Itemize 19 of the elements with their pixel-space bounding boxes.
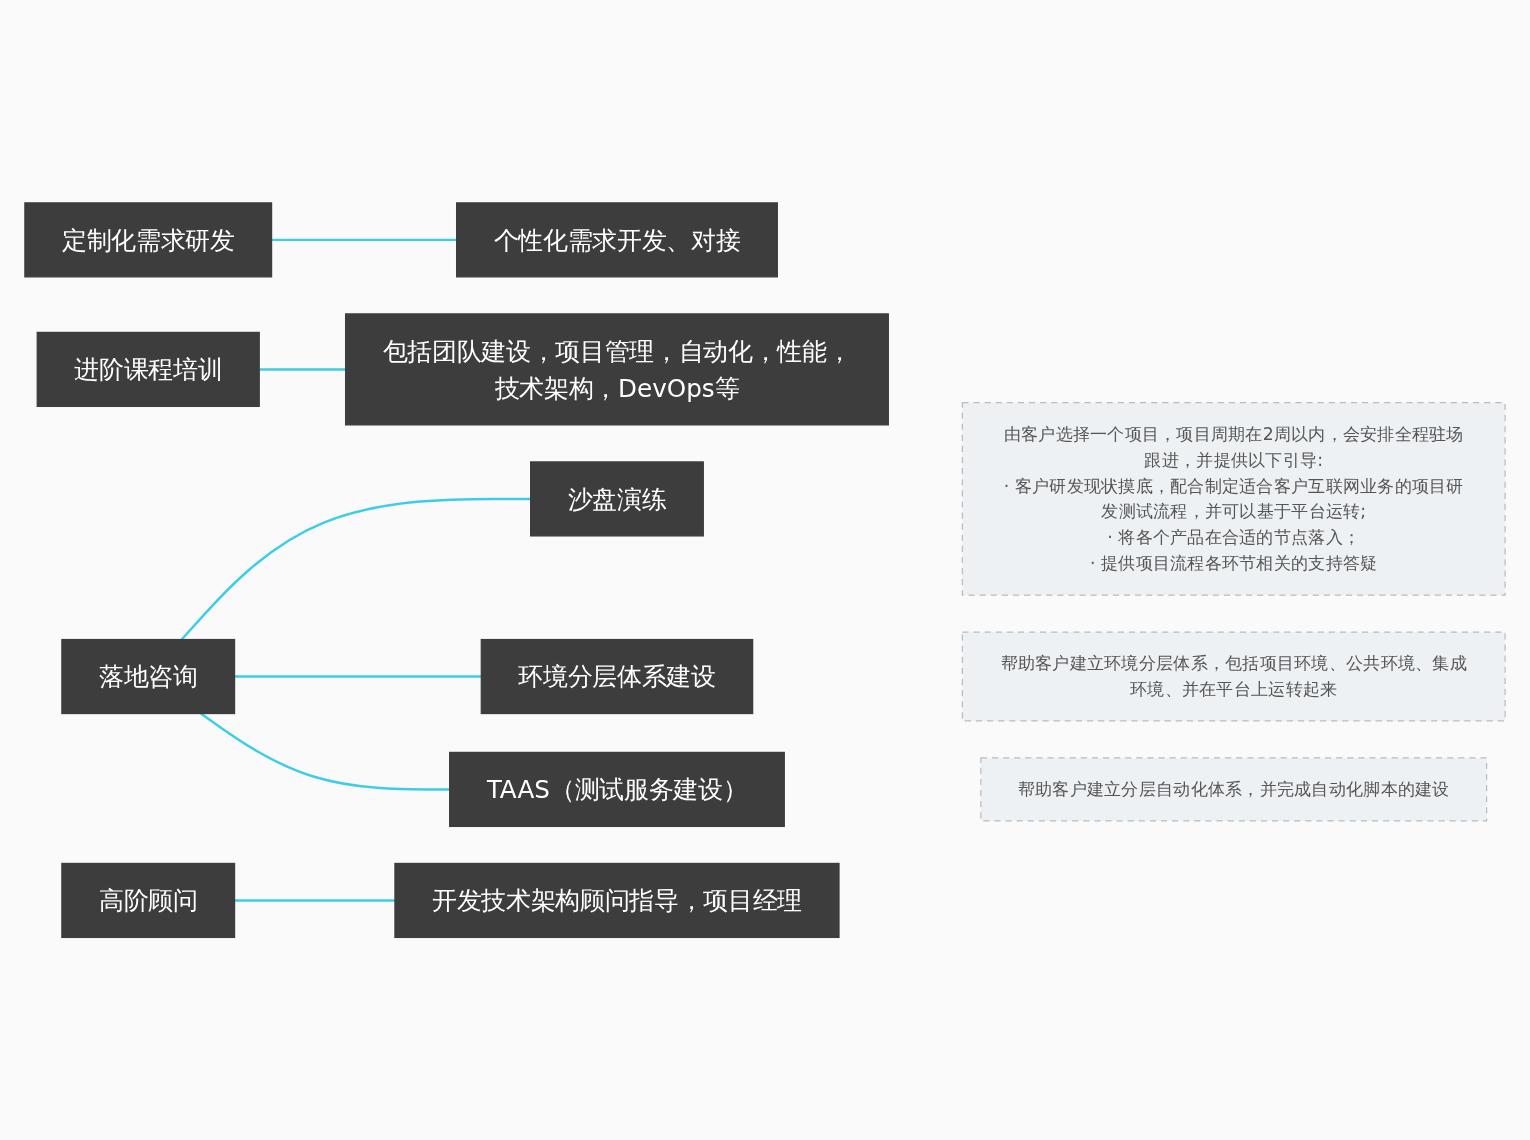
connector <box>200 712 450 791</box>
node-box: 进阶课程培训 <box>36 331 260 407</box>
node-box: 帮助客户建立分层自动化体系，并完成自动化脚本的建设 <box>980 757 1488 822</box>
connector <box>234 899 395 902</box>
node-box: 高阶顾问 <box>61 862 236 938</box>
node-box: 包括团队建设，项目管理，自动化，性能，技术架构，DevOps等 <box>345 313 889 426</box>
node-box: 环境分层体系建设 <box>480 638 754 714</box>
node-box: 个性化需求开发、对接 <box>456 202 778 278</box>
connector <box>259 368 346 371</box>
connector <box>180 497 531 641</box>
node-box: 帮助客户建立环境分层体系，包括项目环境、公共环境、集成环境、并在平台上运转起来 <box>961 631 1506 722</box>
connector <box>234 675 482 678</box>
node-box: 定制化需求研发 <box>24 202 273 278</box>
node-box: 沙盘演练 <box>530 461 704 537</box>
node-box: TAAS（测试服务建设） <box>449 751 785 827</box>
node-box: 开发技术架构顾问指导，项目经理 <box>394 862 840 938</box>
connector <box>271 238 457 241</box>
node-box: 落地咨询 <box>61 638 236 714</box>
node-box: 由客户选择一个项目，项目周期在2周以内，会安排全程驻场跟进，并提供以下引导: · 客户研发现状摸底，配合制定适合客户互联网业务的项目研发测试流程，并可以基于平台运转; · 将各个产品在合适的节点落入； · 提供项目流程各环节相关的支持答疑 <box>961 401 1506 596</box>
